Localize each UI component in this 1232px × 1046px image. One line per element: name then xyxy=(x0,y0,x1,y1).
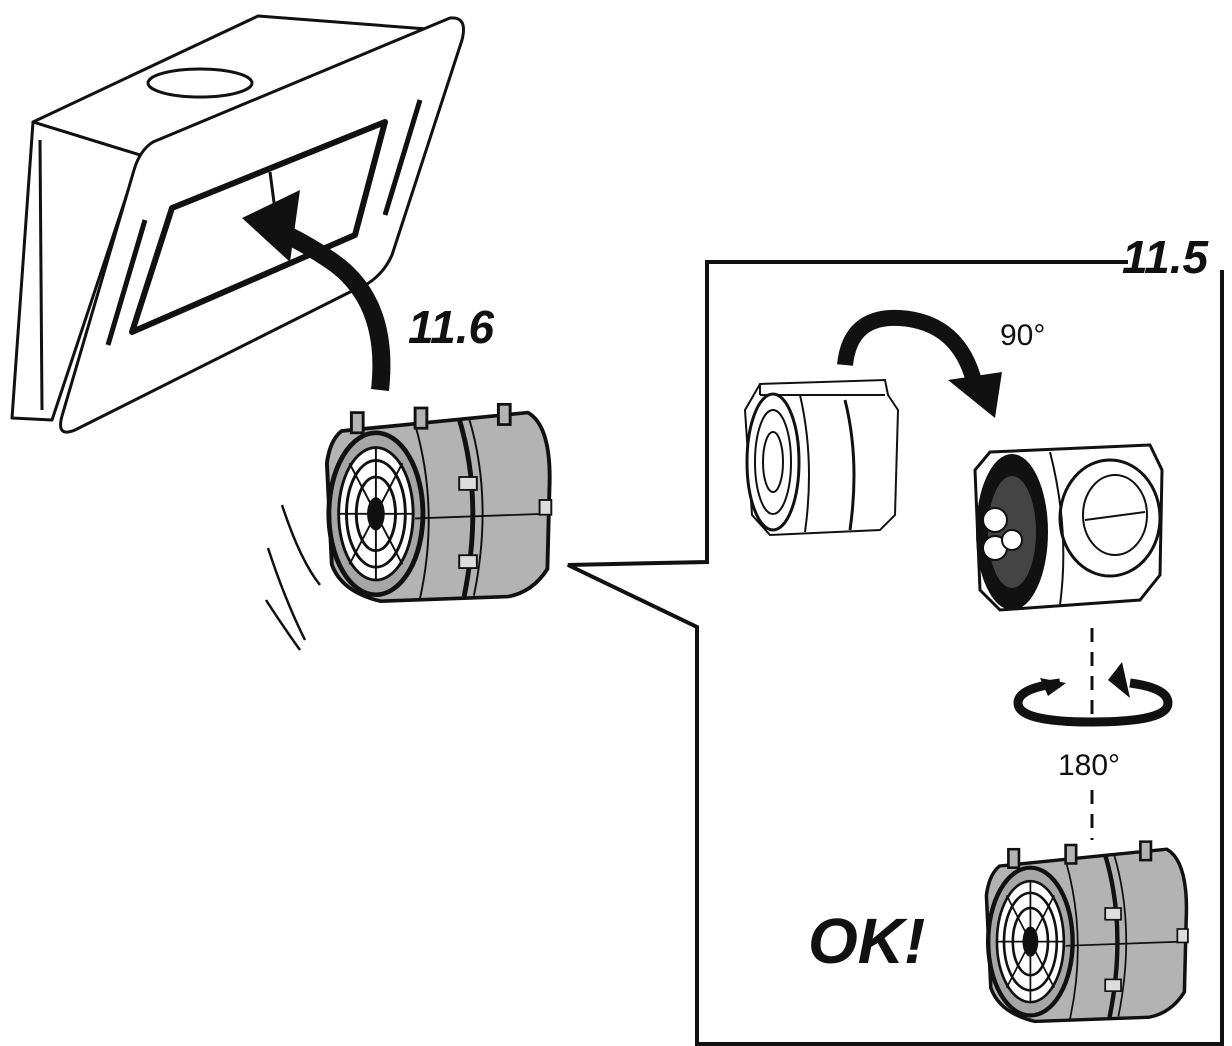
rotate-90-arrow xyxy=(837,309,983,388)
insert-arrowhead xyxy=(242,190,300,262)
ok-label: OK! xyxy=(808,905,925,977)
step-label-a: 11.6 xyxy=(408,301,495,353)
motor-rotated-90 xyxy=(973,443,1164,612)
rotate-180-label: 180° xyxy=(1058,749,1120,782)
step-label-b: 11.5 xyxy=(1122,231,1210,283)
motor-final-position xyxy=(986,842,1188,1022)
rotate-90-label: 90° xyxy=(1000,319,1045,352)
rotate-90-arrowhead xyxy=(948,372,1002,418)
insert-arrow xyxy=(276,223,391,391)
rotate-180-arrowhead xyxy=(1108,662,1130,698)
blower-motor xyxy=(327,404,551,601)
rotate-180-arrow xyxy=(1013,678,1173,727)
vibration-lines xyxy=(264,504,321,651)
rotate-180-tail xyxy=(1040,678,1066,696)
cooker-hood xyxy=(10,14,465,434)
motor-before-rotation xyxy=(743,378,900,537)
